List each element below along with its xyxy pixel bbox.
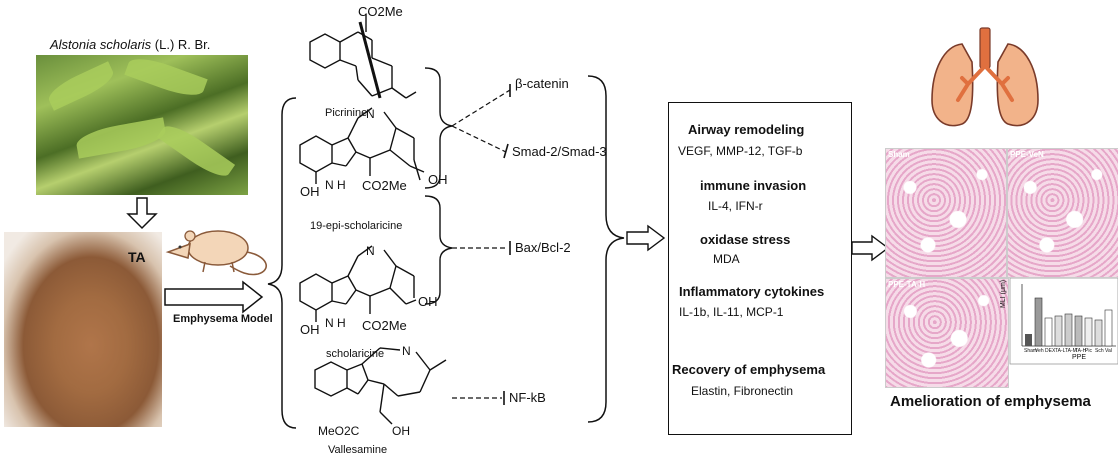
leaf-shape <box>156 119 236 183</box>
leaf-shape <box>74 117 168 159</box>
plant-species: Alstonia scholaris <box>50 37 152 52</box>
atom-oh-epi: OH <box>300 184 320 199</box>
bar-label-dex: DEX <box>1045 348 1056 354</box>
histology-ppe-ta <box>885 278 1009 388</box>
effect-markers-immune: IL-4, IFN-r <box>708 199 763 213</box>
atom-oh-sch: OH <box>300 322 320 337</box>
atom-meo2c-val: MeO2C <box>318 424 360 438</box>
bar-label-ta-l: TA-L <box>1055 348 1066 354</box>
compound-name-vallesamine: Vallesamine <box>328 444 388 456</box>
picrinine-epi-brace <box>424 67 453 189</box>
vallesamine-structure <box>314 347 447 425</box>
bar-ta-m <box>1064 313 1073 347</box>
ppe-group-label: PPE <box>1072 354 1087 361</box>
panel-label-ppe-veh: PPE-VeN <box>1010 150 1044 159</box>
mli-bar-chart <box>1009 277 1118 365</box>
bar-val <box>1104 309 1113 347</box>
target-nf-kb: NF-kB <box>509 390 546 405</box>
effect-heading-oxidase: oxidase stress <box>700 232 791 247</box>
panel-label-ppe-ta: PPE-TA-H <box>888 280 926 289</box>
atom-co2me-sch: CO2Me <box>362 318 407 333</box>
atom-oh-val: OH <box>392 424 410 438</box>
bar-ta-l <box>1054 315 1063 347</box>
atom-oh-sch-side: OH <box>418 294 438 309</box>
bar-label-sch: Sch <box>1095 348 1104 354</box>
effects-box <box>668 102 852 435</box>
model-label: Emphysema Model <box>173 313 273 325</box>
effect-heading-inflammatory: Inflammatory cytokines <box>679 284 825 299</box>
epi-scholaricine-structure <box>299 107 425 184</box>
plant-authority: (L.) R. Br. <box>154 37 211 52</box>
hollow-arrow-right-effects <box>626 224 666 252</box>
bar-label-ta-m: TA-M <box>1065 348 1077 354</box>
effect-heading-immune: immune invasion <box>700 178 807 193</box>
lungs-icon <box>931 27 1039 127</box>
bar-dex <box>1044 317 1053 347</box>
compound-brace <box>267 97 297 429</box>
hollow-arrow-down <box>126 197 158 230</box>
bar-sham <box>1025 334 1032 346</box>
target-bax-bcl2: Bax/Bcl-2 <box>515 240 571 255</box>
ta-powder-photo <box>4 232 162 427</box>
bar-ta-h <box>1074 315 1083 347</box>
target-beta-catenin: β-catenin <box>515 76 569 91</box>
picrinine-structure <box>309 14 417 99</box>
scholaricine-structure <box>299 245 417 322</box>
conclusion-label: Amelioration of emphysema <box>890 393 1091 410</box>
compound-name-picrinine: Picrinine <box>325 107 368 119</box>
atom-nh-sch: N H <box>325 316 346 330</box>
bar-pic <box>1084 317 1093 347</box>
bar-sch <box>1094 319 1103 347</box>
bar-label-sham: Sham <box>1024 348 1038 354</box>
compound-name-scholaricine: scholaricine <box>326 348 385 360</box>
bar-label-pic: Pic <box>1085 348 1092 354</box>
histology-ppe-veh <box>1007 148 1118 278</box>
atom-co2me-picrinine: CO2Me <box>358 4 403 19</box>
histology-sham <box>885 148 1007 278</box>
plant-title: Alstonia scholaris (L.) R. Br. <box>50 37 210 52</box>
effect-markers-airway: VEGF, MMP-12, TGF-b <box>678 144 803 158</box>
effect-markers-inflammatory: IL-1b, IL-11, MCP-1 <box>679 305 784 319</box>
mli-axis-label: MLI (μm) <box>1000 279 1007 308</box>
alstonia-plant-photo <box>36 55 248 195</box>
extract-label: TA <box>128 249 146 265</box>
target-smad: Smad-2/Smad-3 <box>512 144 607 159</box>
atom-nh-epi: N H <box>325 178 346 192</box>
effect-heading-recovery: Recovery of emphysema <box>672 362 826 377</box>
leaf-shape <box>44 61 118 111</box>
effect-markers-oxidase: MDA <box>713 252 740 266</box>
atom-n-sch: N <box>366 244 375 258</box>
effect-markers-recovery: Elastin, Fibronectin <box>691 384 794 398</box>
compound-name-epi-scholaricine: 19-epi-scholaricine <box>310 220 403 232</box>
bar-label-veh: Veh <box>1035 348 1044 354</box>
atom-n-val: N <box>402 344 411 358</box>
rat-icon <box>165 230 267 276</box>
effect-heading-airway: Airway remodeling <box>688 122 805 137</box>
hollow-arrow-right-histology <box>851 234 890 262</box>
bar-veh <box>1034 297 1043 347</box>
targets-brace <box>587 75 625 423</box>
atom-oh-epi-side: OH <box>428 172 448 187</box>
atom-n-epi: N <box>366 107 375 121</box>
atom-co2me-epi: CO2Me <box>362 178 407 193</box>
leaf-shape <box>124 55 208 102</box>
bar-label-ta-h: TA-H <box>1075 348 1087 354</box>
panel-label-sham: Sham <box>888 150 910 159</box>
hollow-arrow-right-model <box>164 280 264 314</box>
bar-label-val: Val <box>1105 348 1112 354</box>
scholaricine-brace <box>424 195 453 305</box>
